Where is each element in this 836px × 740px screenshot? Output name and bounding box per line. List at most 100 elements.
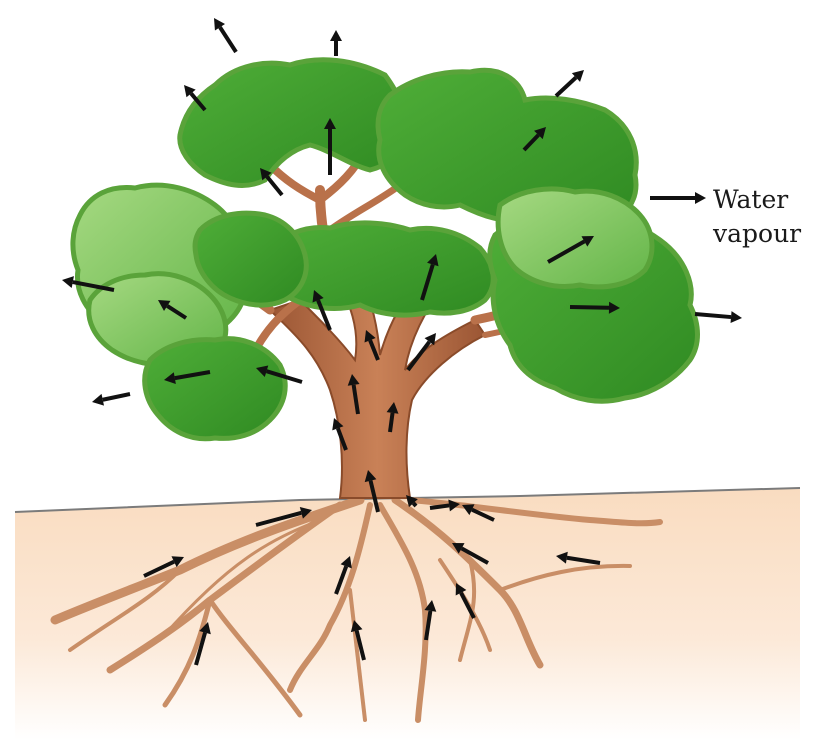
- arrow-shaft: [354, 630, 366, 661]
- arrow: [455, 583, 476, 619]
- arrow-head: [330, 30, 342, 41]
- arrow-head: [556, 551, 568, 564]
- arrow: [256, 365, 303, 384]
- arrow: [462, 504, 495, 522]
- arrow: [184, 85, 207, 112]
- arrow-shaft: [335, 427, 348, 451]
- arrow-head: [332, 418, 344, 431]
- arrow-head: [571, 70, 584, 82]
- arrow-shaft: [424, 610, 433, 641]
- arrow: [386, 402, 399, 433]
- arrow: [330, 30, 342, 56]
- arrow: [92, 392, 131, 406]
- arrow: [312, 290, 332, 331]
- leaf-cluster-top-left: [177, 57, 405, 188]
- arrow-head: [386, 402, 399, 414]
- arrow-head: [608, 301, 620, 314]
- arrow-shaft: [143, 559, 175, 578]
- arrow-head: [340, 556, 352, 569]
- arrow-head: [164, 372, 176, 385]
- arrow: [452, 543, 489, 565]
- leaf-cluster-middle: [260, 220, 496, 318]
- arrow-shaft: [368, 480, 380, 513]
- arrow-shaft: [316, 299, 332, 331]
- arrow-head: [62, 276, 74, 288]
- arrow-head: [581, 236, 594, 247]
- arrow-shaft: [420, 263, 435, 301]
- arrow-shaft: [351, 384, 360, 415]
- arrow-head: [324, 118, 336, 129]
- arrow: [332, 418, 348, 451]
- arrow-shaft: [265, 369, 303, 384]
- arrow-shaft: [566, 555, 601, 565]
- arrow-shaft: [406, 340, 431, 372]
- arrow: [260, 168, 284, 197]
- arrow-head: [448, 499, 460, 512]
- arrow-head: [364, 330, 376, 343]
- arrow-head: [158, 300, 171, 311]
- arrow: [164, 370, 211, 385]
- arrow-shaft: [569, 305, 610, 310]
- arrow: [194, 622, 211, 666]
- arrow-head: [260, 168, 272, 181]
- water-vapour-label-line2: vapour: [713, 219, 802, 248]
- arrow: [364, 330, 380, 361]
- arrow-shaft: [554, 76, 578, 98]
- arrow-head: [214, 18, 226, 31]
- soil: [14, 487, 801, 740]
- arrow: [547, 236, 594, 264]
- arrow-shaft: [547, 239, 586, 264]
- arrow-head: [406, 495, 418, 508]
- arrow-head: [427, 254, 439, 267]
- arrow-head: [350, 620, 363, 633]
- arrow: [334, 556, 352, 595]
- arrow-shaft: [388, 412, 395, 433]
- arrow: [406, 495, 418, 508]
- arrow-shaft: [174, 370, 211, 381]
- arrow: [350, 620, 366, 661]
- arrow-head: [256, 365, 269, 377]
- arrow-shaft: [460, 546, 489, 565]
- arrow: [62, 276, 115, 292]
- arrow: [522, 127, 546, 152]
- arrow-head: [92, 393, 105, 406]
- arrow-shaft: [72, 280, 115, 292]
- arrow: [364, 470, 380, 513]
- arrow-shaft: [166, 304, 188, 320]
- arrow-shaft: [459, 591, 476, 619]
- arrows: [62, 18, 742, 666]
- arrow-shaft: [694, 312, 732, 320]
- leaf-cluster-bottom-left: [142, 336, 288, 442]
- arrow-head: [424, 333, 436, 346]
- arrow-shaft: [522, 133, 540, 152]
- arrow: [347, 374, 360, 415]
- arrow-head: [199, 622, 211, 635]
- arrow-shaft: [218, 26, 238, 54]
- arrow: [424, 600, 437, 641]
- arrow-head: [299, 507, 312, 519]
- arrow: [324, 118, 336, 175]
- arrow: [255, 507, 312, 527]
- canopy: [70, 57, 700, 442]
- arrow-head: [424, 600, 437, 612]
- arrow-head: [730, 311, 742, 324]
- arrow-head: [695, 192, 706, 204]
- arrow: [554, 70, 584, 98]
- arrow: [569, 301, 620, 314]
- arrow-shaft: [429, 503, 450, 510]
- arrow-shaft: [265, 175, 284, 197]
- arrow-shaft: [194, 632, 207, 666]
- arrow-head: [312, 290, 324, 303]
- arrow-shaft: [471, 507, 495, 522]
- arrow: [214, 18, 238, 54]
- arrow: [556, 551, 601, 565]
- arrow-shaft: [102, 392, 131, 402]
- arrow-head: [462, 504, 475, 516]
- arrow-head: [347, 374, 360, 386]
- arrow: [694, 311, 742, 324]
- arrow-shaft: [411, 501, 418, 508]
- arrow-shaft: [334, 565, 349, 595]
- arrow-head: [171, 556, 184, 568]
- water-vapour-label-line1: Water: [713, 185, 789, 214]
